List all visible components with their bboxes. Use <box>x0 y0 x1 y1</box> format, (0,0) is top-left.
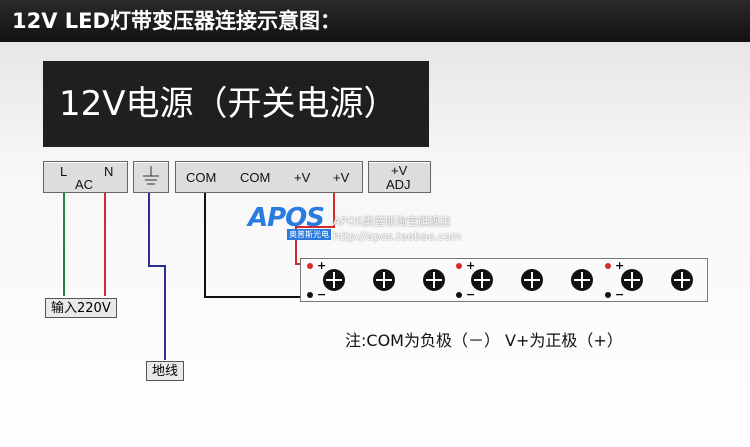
pad-minus: − <box>466 288 476 301</box>
terminal-AC: AC <box>75 177 94 192</box>
pad-minus: − <box>317 288 327 301</box>
terminal-L: L <box>60 164 68 179</box>
led-icon <box>423 269 445 291</box>
ground-label: 地线 <box>146 361 185 381</box>
input-220v-label: 输入220V <box>45 298 117 318</box>
led-icon <box>671 269 693 291</box>
adjust-terminal: +V ADJ <box>368 161 431 193</box>
pad-positive-icon <box>456 263 462 269</box>
pad-plus: + <box>615 259 625 272</box>
pad-plus: + <box>466 259 476 272</box>
led-icon <box>471 269 493 291</box>
terminal-com-2: COM <box>240 170 271 185</box>
wire-ground <box>148 193 166 360</box>
led-strip: + − + − + − <box>300 258 708 302</box>
led-icon <box>571 269 593 291</box>
terminal-v-2: +V <box>333 170 350 185</box>
terminal-adj: ADJ <box>386 177 411 192</box>
pad-positive-icon <box>307 263 313 269</box>
apos-logo-subtitle: 奥普斯光电 <box>287 229 331 240</box>
pad-negative-icon <box>307 292 313 298</box>
power-supply-title: 12V电源（开关电源） <box>43 61 429 147</box>
pad-negative-icon <box>605 292 611 298</box>
led-icon <box>621 269 643 291</box>
ground-symbol-icon <box>143 166 159 185</box>
apos-logo: APOS <box>248 203 325 233</box>
pad-minus: − <box>615 288 625 301</box>
terminal-v-1: +V <box>294 170 311 185</box>
polarity-note: 注:COM为负极（－） V+为正极（+） <box>345 331 623 350</box>
wire-com <box>204 193 308 298</box>
ac-input-terminal: L AC N <box>43 161 128 193</box>
terminal-com-1: COM <box>186 170 217 185</box>
page-header: 12V LED灯带变压器连接示意图： <box>0 0 750 42</box>
ground-terminal <box>133 161 169 193</box>
watermark-shop: APOS奥普斯淘宝旗舰店 <box>333 215 451 228</box>
pad-positive-icon <box>605 263 611 269</box>
terminal-adj-v: +V <box>391 163 408 178</box>
page-title: 12V LED灯带变压器连接示意图： <box>12 9 341 33</box>
led-icon <box>373 269 395 291</box>
terminal-N: N <box>104 164 114 179</box>
dc-output-terminal: COM COM +V +V <box>175 161 363 193</box>
led-icon <box>521 269 543 291</box>
pad-negative-icon <box>456 292 462 298</box>
watermark-url: http://apos.taobao.com <box>333 230 462 243</box>
led-icon <box>323 269 345 291</box>
pad-plus: + <box>317 259 327 272</box>
